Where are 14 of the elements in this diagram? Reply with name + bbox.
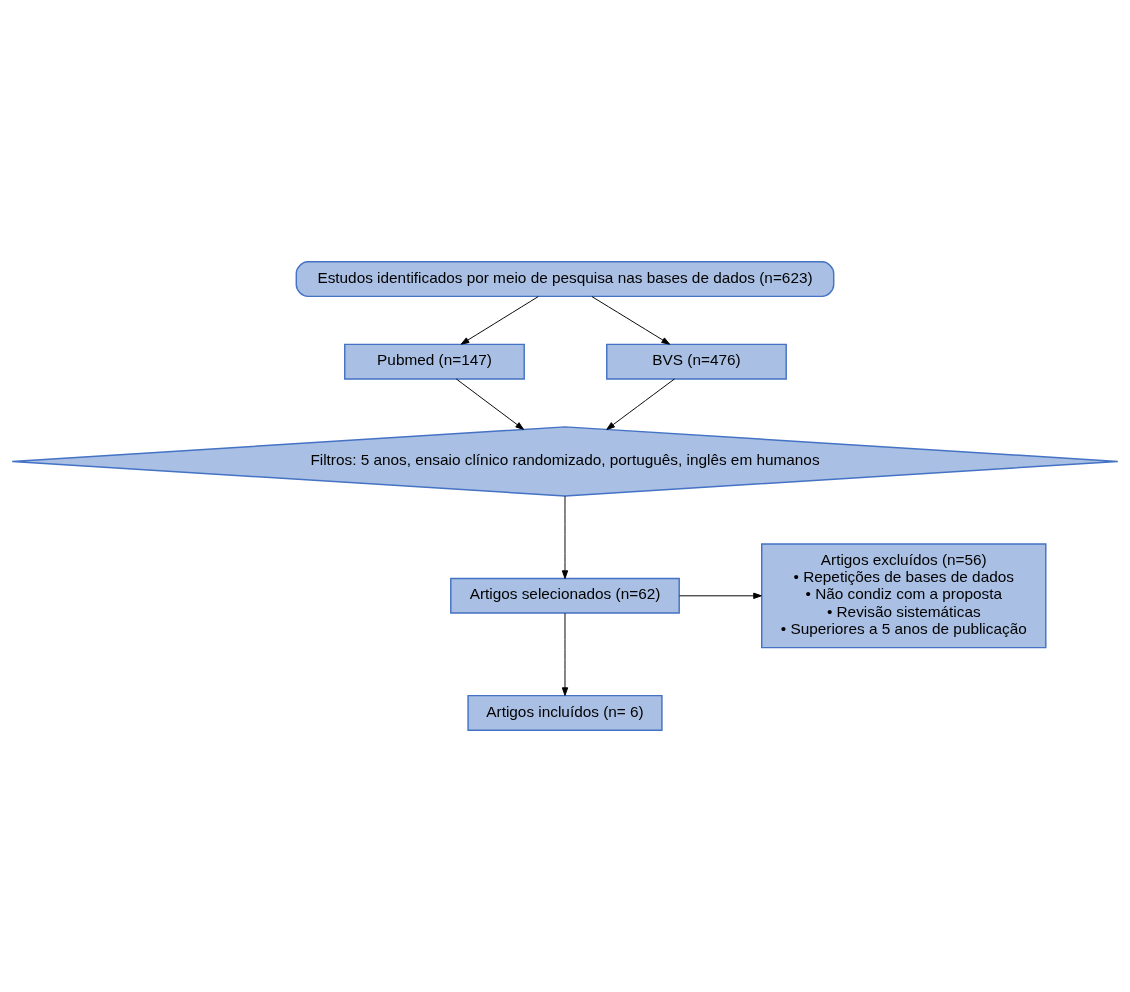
- arrow: [455, 378, 524, 430]
- node-box: Artigos excluídos (n=56) • Repetições de bases de dados • Não condiz com a proposta • Revisão sistemáticas • Superiores a 5 anos de publicação: [761, 543, 1047, 649]
- arrow: [460, 296, 539, 345]
- arrow: [606, 378, 675, 430]
- node-box: BVS (n=476): [606, 343, 787, 380]
- arrow: [679, 592, 762, 599]
- arrow: [561, 495, 569, 579]
- node-box: Estudos identificados por meio de pesquisa nas bases de dados (n=623): [295, 261, 835, 298]
- arrow: [561, 612, 569, 696]
- arrow: [591, 296, 671, 345]
- node-box: Artigos incluídos (n= 6): [467, 694, 663, 731]
- node-box: Pubmed (n=147): [344, 343, 525, 380]
- node-box: Artigos selecionados (n=62): [450, 577, 680, 614]
- node-diamond: Filtros: 5 anos, ensaio clínico randomizado, português, inglês em humanos: [11, 426, 1119, 497]
